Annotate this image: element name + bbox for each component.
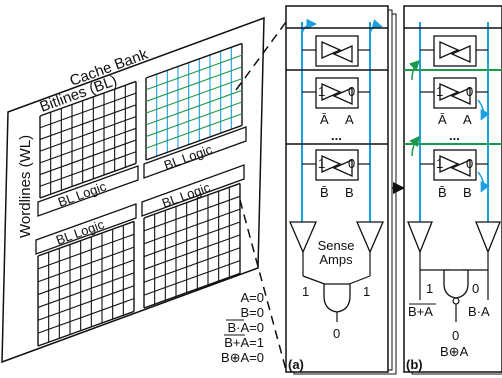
- panel-a-tag: (a): [288, 357, 304, 372]
- grid-line: [144, 248, 240, 283]
- grid-line: [144, 235, 240, 270]
- gate-input-right: 1: [363, 284, 370, 299]
- cell-bit-right: 0: [466, 84, 473, 99]
- panel-b-tag: (b): [406, 357, 423, 372]
- sense-amps-label: Sense: [318, 238, 355, 253]
- zoom-line-top: [236, 22, 286, 90]
- cell-bit-right: 0: [466, 156, 473, 171]
- grid-line: [144, 222, 240, 257]
- bl-logic-label: BL Logic: [162, 141, 215, 172]
- cache-bank: Cache Bank Bitlines (BL) Wordlines (WL) …: [2, 18, 264, 362]
- xor-output-value: 0: [452, 328, 459, 343]
- sense-amps-label: Amps: [319, 252, 353, 267]
- cell-bit-right: 0: [348, 156, 355, 171]
- and-gate: [324, 284, 350, 312]
- bitline-label-right: B: [463, 185, 472, 200]
- result-and: B·A=0: [228, 320, 265, 335]
- bitline-label-left: Ā: [320, 112, 329, 127]
- grid-line: [144, 273, 240, 308]
- xor-output-label: B⊕A: [440, 344, 469, 359]
- wordlines-label: Wordlines (WL): [17, 135, 34, 238]
- bank-outline: [2, 18, 264, 362]
- bitline-label-right: A: [463, 112, 472, 127]
- bitline-label-left: B̄: [320, 185, 329, 200]
- result-list: A=0 B=0 B·A=0 B+A=1 B⊕A=0: [221, 290, 264, 365]
- grid-line: [38, 247, 134, 282]
- bitline-label-right: B: [345, 185, 354, 200]
- bitline-label-right: A: [345, 112, 354, 127]
- result-a: A=0: [241, 290, 265, 305]
- and-input: 0: [472, 281, 479, 296]
- result-b: B=0: [241, 305, 265, 320]
- nor-input: 1: [426, 281, 433, 296]
- grid-line: [38, 260, 134, 295]
- cell-bit-left: 1: [436, 84, 443, 99]
- panel-b: 1 0 Ā A ... 1 0 B̄ B: [404, 6, 502, 374]
- ellipsis: ...: [331, 128, 342, 143]
- gate-input-left: 1: [302, 284, 309, 299]
- result-or: B+A=1: [224, 335, 264, 350]
- cell-bit-left: 1: [436, 156, 443, 171]
- ellipsis: ...: [449, 128, 460, 143]
- nor-output-label: B+A: [408, 304, 433, 319]
- grid-line: [144, 209, 240, 244]
- grid-line: [38, 286, 134, 321]
- panel-a: 1 0 Ā A ... 1 0 B̄ B Sense Amps 1: [286, 6, 396, 374]
- grid-line: [38, 273, 134, 308]
- grid-line: [144, 261, 240, 296]
- nor-gate: [444, 270, 468, 298]
- cell-bit-left: 1: [318, 156, 325, 171]
- result-xor: B⊕A=0: [221, 350, 264, 365]
- grid-line: [38, 299, 134, 334]
- bitline-label-left: Ā: [438, 112, 447, 127]
- gate-output: 0: [333, 326, 340, 341]
- and-output-label: B·A: [468, 304, 490, 319]
- cell-bit-left: 1: [318, 84, 325, 99]
- grid-line: [38, 311, 134, 346]
- bitline-label-left: B̄: [438, 185, 447, 200]
- cell-bit-right: 0: [348, 84, 355, 99]
